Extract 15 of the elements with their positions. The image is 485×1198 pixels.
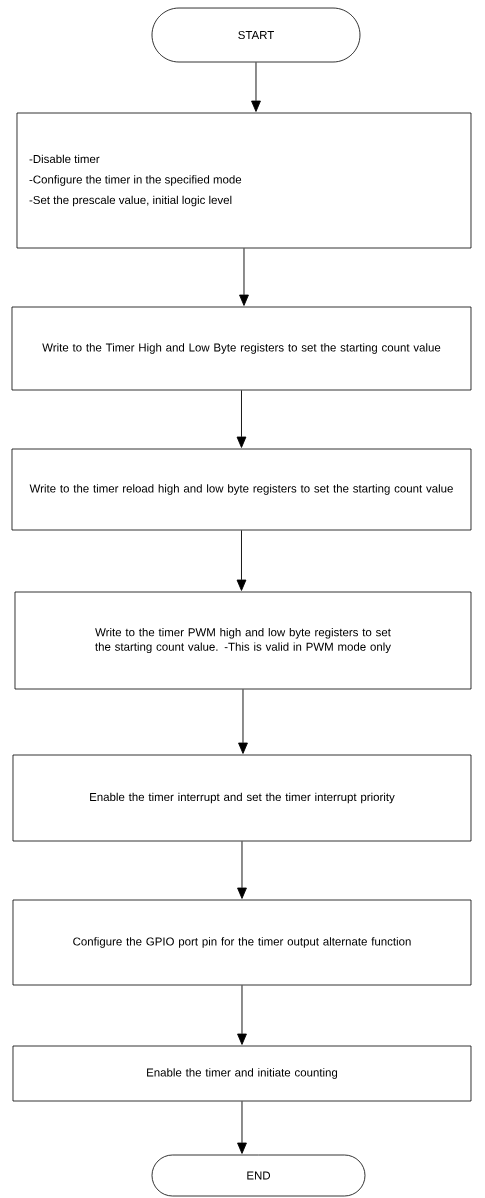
arrow <box>251 61 261 112</box>
arrow <box>237 840 247 899</box>
arrow <box>238 688 248 754</box>
arrow <box>237 984 247 1045</box>
arrow <box>237 1100 247 1154</box>
process-box: Write to the timer PWM high and low byte registers to set the starting count value. -This is valid in PWM mode only <box>14 591 472 690</box>
arrow <box>239 247 249 306</box>
process-box: Enable the timer and initiate counting <box>12 1045 472 1102</box>
process-box: Enable the timer interrupt and set the timer interrupt priority <box>12 754 472 842</box>
process-box: Write to the Timer High and Low Byte registers to set the starting count value <box>11 306 472 391</box>
process-box: Write to the timer reload high and low byte registers to set the starting count value <box>11 448 472 531</box>
arrow <box>236 529 247 591</box>
arrow <box>236 389 247 448</box>
process-box: -Disable timer -Configure the timer in the specified mode -Set the prescale value, initial logic level <box>16 112 472 249</box>
process-box: Configure the GPIO port pin for the timer output alternate function <box>12 899 472 986</box>
